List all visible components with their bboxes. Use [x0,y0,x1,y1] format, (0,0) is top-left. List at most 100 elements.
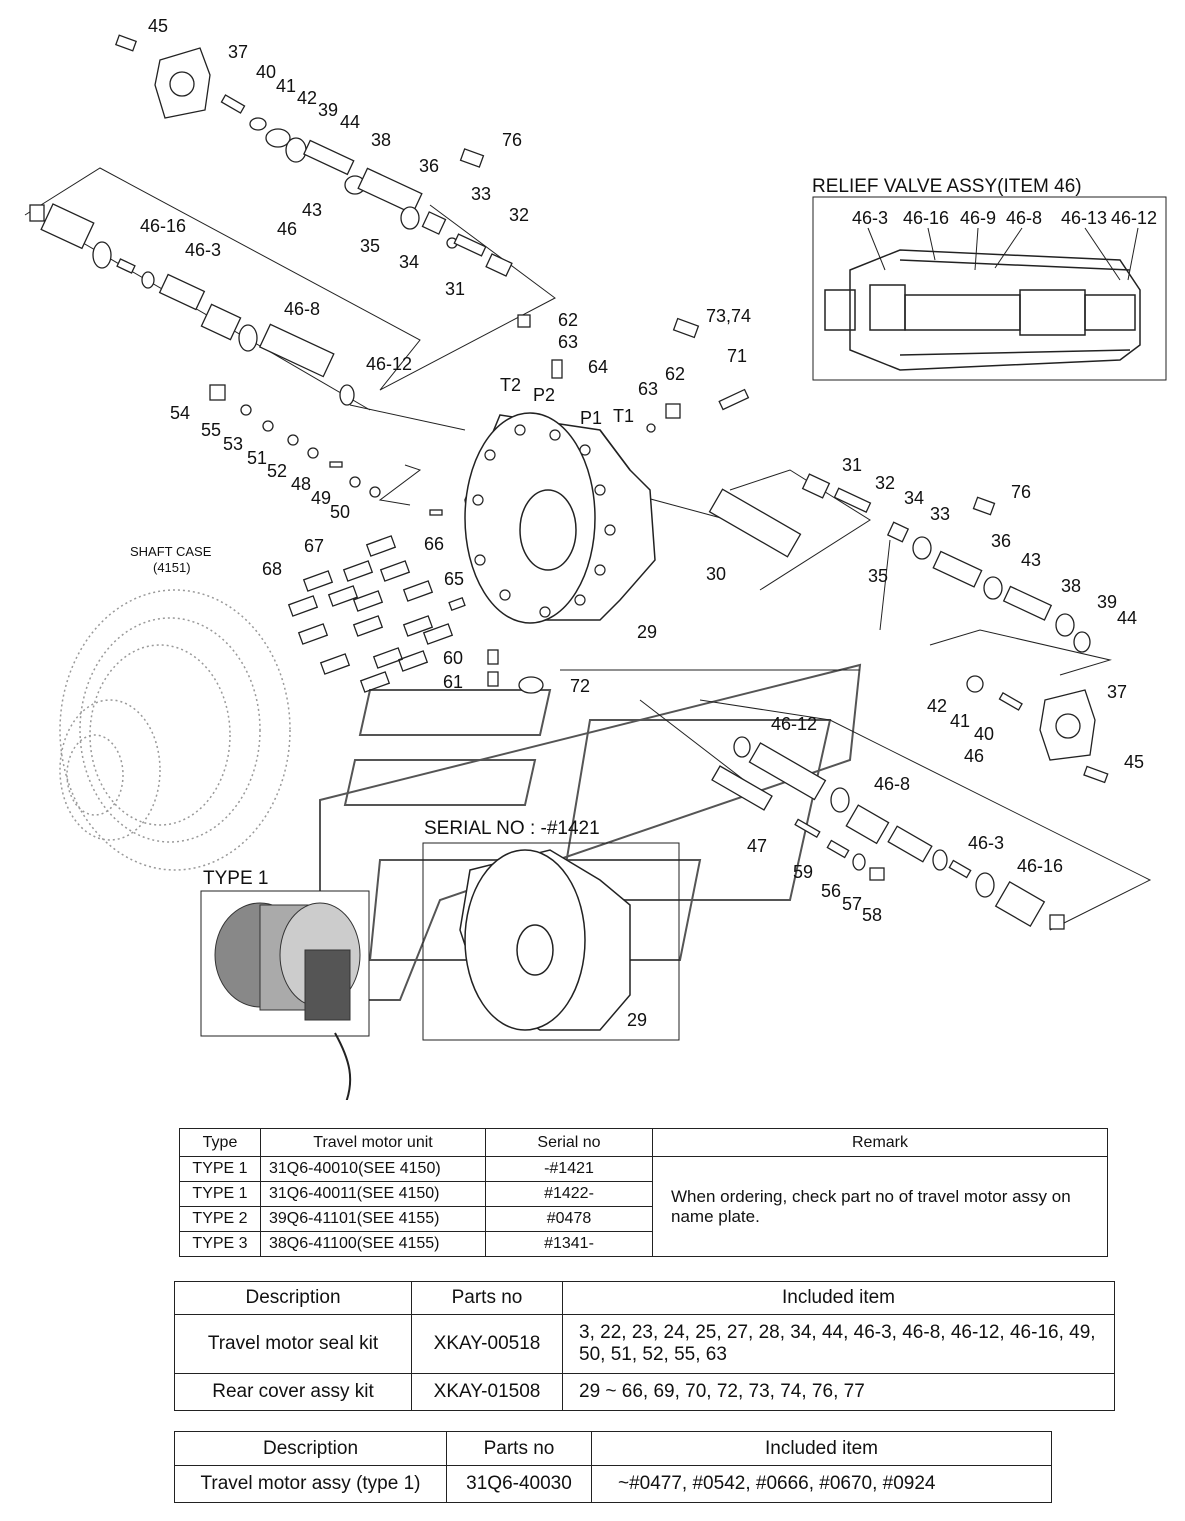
cell-included-item: ~#0477, #0542, #0666, #0670, #0924 [591,1465,1052,1503]
cell-type: TYPE 3 [179,1231,261,1257]
callout-41b: 41 [950,711,970,731]
shaft-case-label: SHAFT CASE [130,544,212,559]
shaft-case-outline [59,589,291,871]
relief-label-46-8: 46-8 [1006,208,1042,228]
cell-type: TYPE 2 [179,1206,261,1232]
table-row: Rear cover assy kit XKAY-01508 29 ~ 66, … [174,1373,1115,1411]
callout-62b: 62 [665,364,685,384]
cell-serial: #1341- [485,1231,653,1257]
relief-valve-leaders [867,227,1139,281]
port-T2: T2 [500,375,521,395]
callout-45b: 45 [1124,752,1144,772]
callout-44: 44 [340,112,360,132]
callout-57: 57 [842,894,862,914]
callout-66: 66 [424,534,444,554]
callout-31b: 31 [842,455,862,475]
callout-73-74: 73,74 [706,306,751,326]
exploded-parts-diagram: 45 37 40 41 42 39 44 38 76 36 43 33 32 3… [24,16,1167,1100]
callout-31: 31 [445,279,465,299]
rear-cover-body [464,412,656,624]
callout-63: 63 [558,332,578,352]
table-row: TYPE 1 31Q6-40010(SEE 4150) -#1421 When … [179,1156,1108,1257]
callout-71: 71 [727,346,747,366]
col-description: Description [174,1281,412,1315]
col-serial-no: Serial no [485,1128,653,1157]
cell-serial: #0478 [485,1206,653,1232]
callout-38: 38 [371,130,391,150]
table-row: Travel motor seal kit XKAY-00518 3, 22, … [174,1314,1115,1374]
kit-table: Description Parts no Included item Trave… [174,1281,1115,1411]
cell-description: Travel motor assy (type 1) [174,1465,447,1503]
cell-unit: 31Q6-40010(SEE 4150) [260,1156,486,1182]
type1-motor-photo [214,902,361,1021]
callout-29: 29 [637,622,657,642]
callout-68: 68 [262,559,282,579]
callout-46b: 46 [964,746,984,766]
callout-40: 40 [256,62,276,82]
callout-34: 34 [399,252,419,272]
table-header-row: Description Parts no Included item [174,1281,1115,1315]
callout-49: 49 [311,488,331,508]
callout-46-12b: 46-12 [771,714,817,734]
piston-springs [287,535,454,693]
cell-type: TYPE 1 [179,1181,261,1207]
callout-43b: 43 [1021,550,1041,570]
callout-30: 30 [706,564,726,584]
callout-33: 33 [471,184,491,204]
callout-39b: 39 [1097,592,1117,612]
travel-motor-type-table: Type Travel motor unit Serial no Remark … [179,1128,1108,1257]
callout-51: 51 [247,448,267,468]
cell-parts-no: 31Q6-40030 [446,1465,592,1503]
relief-label-46-3: 46-3 [852,208,888,228]
callout-40b: 40 [974,724,994,744]
table-header-row: Type Travel motor unit Serial no Remark [179,1128,1108,1157]
callout-37b: 37 [1107,682,1127,702]
serial-no-label: SERIAL NO : -#1421 [424,818,600,839]
callout-53: 53 [223,434,243,454]
cell-description: Rear cover assy kit [174,1373,412,1411]
col-remark: Remark [652,1128,1108,1157]
type1-arrow [334,1032,352,1100]
callout-46: 46 [277,219,297,239]
callout-65: 65 [444,569,464,589]
callout-60: 60 [443,648,463,668]
callout-46-8: 46-8 [284,299,320,319]
callout-36: 36 [419,156,439,176]
col-included-item: Included item [562,1281,1115,1315]
table-row: TYPE 1 31Q6-40011(SEE 4150) #1422- [179,1181,1108,1207]
callout-63b: 63 [638,379,658,399]
callout-54: 54 [170,403,190,423]
callout-72: 72 [570,676,590,696]
callout-46-16b: 46-16 [1017,856,1063,876]
callout-34b: 34 [904,488,924,508]
cell-parts-no: XKAY-01508 [411,1373,563,1411]
callout-39: 39 [318,100,338,120]
callout-37: 37 [228,42,248,62]
relief-valve-section-drawing [824,249,1141,371]
leader-lines [24,167,1152,931]
table-header-row: Description Parts no Included item [174,1431,1052,1466]
cell-parts-no: XKAY-00518 [411,1314,563,1374]
motor-assy-table: Description Parts no Included item Trave… [174,1431,1052,1503]
callout-59: 59 [793,862,813,882]
col-travel-motor-unit: Travel motor unit [260,1128,486,1157]
callout-41: 41 [276,76,296,96]
callout-48: 48 [291,474,311,494]
callout-47: 47 [747,836,767,856]
col-included-item: Included item [591,1431,1052,1466]
relief-valve-title: RELIEF VALVE ASSY(ITEM 46) [812,176,1082,197]
cell-remark: When ordering, check part no of travel m… [652,1156,1108,1257]
callout-44b: 44 [1117,608,1137,628]
callout-64: 64 [588,357,608,377]
callout-61: 61 [443,672,463,692]
col-parts-no: Parts no [411,1281,563,1315]
cell-included-item: 3, 22, 23, 24, 25, 27, 28, 34, 44, 46-3,… [562,1314,1115,1374]
cell-type: TYPE 1 [179,1156,261,1182]
cell-unit: 38Q6-41100(SEE 4155) [260,1231,486,1257]
callout-36b: 36 [991,531,1011,551]
callout-42b: 42 [927,696,947,716]
cell-included-item: 29 ~ 66, 69, 70, 72, 73, 74, 76, 77 [562,1373,1115,1411]
serial-detail-box [422,842,680,1041]
callout-55: 55 [201,420,221,440]
callout-35: 35 [360,236,380,256]
